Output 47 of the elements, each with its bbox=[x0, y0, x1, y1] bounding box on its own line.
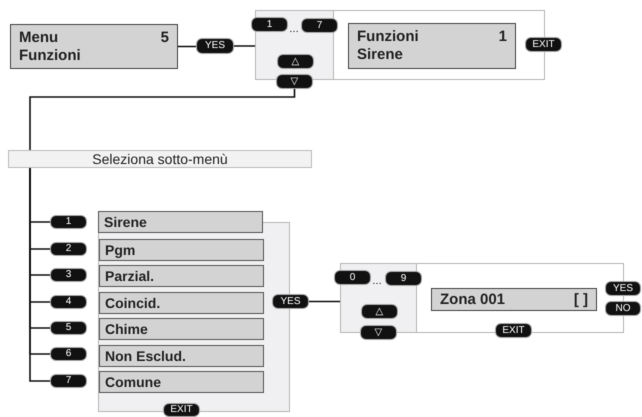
keypad-key: △ bbox=[361, 304, 398, 319]
menu-item-display: Sirene bbox=[98, 211, 263, 233]
keypad-key: YES bbox=[605, 281, 641, 296]
keypad-key: 0 bbox=[334, 270, 371, 285]
keypad-key: 7 bbox=[50, 374, 87, 388]
keypad-key: 4 bbox=[50, 295, 87, 309]
display-text: 1 bbox=[498, 28, 507, 46]
menu-item-display: Comune bbox=[99, 371, 264, 393]
keypad-key: △ bbox=[277, 54, 314, 69]
keypad-key: YES bbox=[272, 294, 309, 309]
keypad-key: 3 bbox=[50, 268, 87, 282]
keypad-key: EXIT bbox=[163, 403, 200, 417]
display-text: Menu bbox=[19, 28, 60, 46]
menu-item-display: Chime bbox=[99, 318, 264, 340]
keypad-key: 1 bbox=[251, 17, 288, 32]
keypad-key: 7 bbox=[301, 18, 338, 33]
keypad-key: NO bbox=[605, 301, 641, 316]
display-text: Funzioni bbox=[357, 28, 420, 46]
display-text: Sirene bbox=[357, 46, 404, 64]
keypad-key: 9 bbox=[385, 271, 422, 286]
keypad-key: EXIT bbox=[525, 37, 562, 52]
ellipsis-text: … bbox=[372, 276, 382, 287]
connector-line bbox=[29, 89, 296, 150]
menu-item-display: Pgm bbox=[99, 238, 264, 260]
lcd-display bbox=[431, 288, 597, 311]
keypad-key: 5 bbox=[50, 321, 87, 335]
keypad-key: 6 bbox=[50, 347, 87, 361]
ellipsis-text: … bbox=[289, 24, 299, 35]
keypad-key: YES bbox=[196, 38, 234, 54]
keypad-key: 1 bbox=[50, 215, 87, 229]
menu-item-display: Coincid. bbox=[99, 292, 264, 314]
connector-line bbox=[178, 46, 196, 48]
keypad-key: 2 bbox=[50, 242, 87, 256]
lcd-display bbox=[348, 23, 516, 69]
connector-line bbox=[309, 300, 340, 302]
display-text: [ ] bbox=[574, 290, 588, 308]
submenu-bar: Seleziona sotto-menù bbox=[8, 150, 312, 168]
display-text: Zona 001 bbox=[440, 290, 506, 308]
menu-item-display: Parzial. bbox=[99, 265, 264, 287]
menu-item-display: Non Esclud. bbox=[99, 344, 264, 366]
keypad-key: ▽ bbox=[276, 74, 313, 89]
display-text: 5 bbox=[160, 28, 169, 46]
lcd-display bbox=[10, 24, 178, 69]
display-text: Funzioni bbox=[19, 46, 82, 64]
keypad-key: ▽ bbox=[360, 325, 397, 340]
connector-line bbox=[234, 45, 255, 47]
keypad-key: EXIT bbox=[495, 323, 532, 338]
